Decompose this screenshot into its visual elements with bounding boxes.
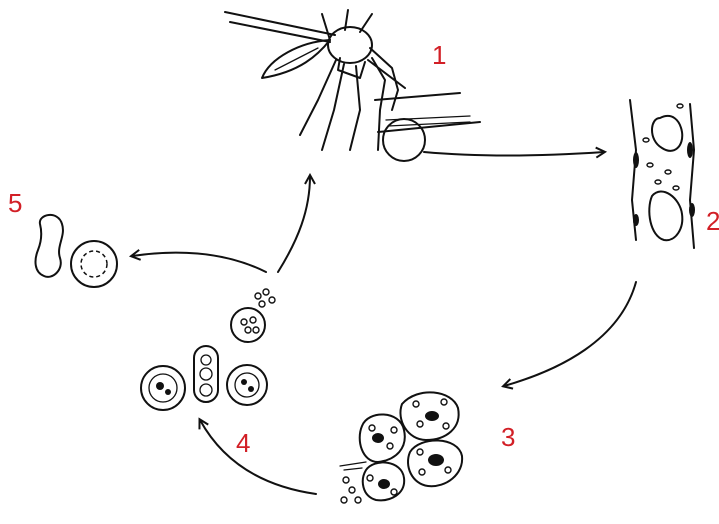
liver-sinusoid-illustration bbox=[630, 100, 695, 248]
stage-3-label: 3 bbox=[501, 424, 515, 450]
stage-4-label: 4 bbox=[236, 430, 250, 456]
liver-cells-illustration bbox=[340, 392, 462, 503]
arrow-1-to-2 bbox=[424, 152, 604, 155]
stage-2-label: 2 bbox=[706, 208, 719, 234]
blood-cells-illustration bbox=[141, 289, 275, 410]
mosquito-illustration bbox=[225, 10, 480, 161]
arrow-2-to-3 bbox=[504, 282, 636, 386]
stage-1-label: 1 bbox=[432, 42, 446, 68]
gametocytes-illustration bbox=[36, 215, 117, 287]
stage-5-label: 5 bbox=[8, 190, 22, 216]
arrow-4-to-1 bbox=[278, 176, 310, 272]
cycle-arrows bbox=[132, 152, 636, 494]
arrow-3-to-4 bbox=[200, 420, 316, 494]
arrow-4-to-5 bbox=[132, 253, 266, 272]
